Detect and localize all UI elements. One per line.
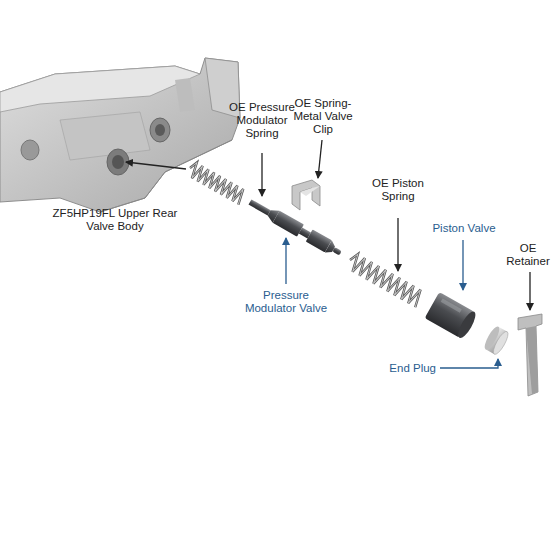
piston-valve bbox=[425, 292, 479, 340]
part-label: OE Spring-Metal Valve Clip bbox=[284, 97, 362, 136]
end-plug bbox=[482, 325, 510, 356]
spring-highlight bbox=[346, 252, 424, 307]
leader-arrow bbox=[285, 238, 286, 284]
valve-body bbox=[0, 58, 240, 212]
spring-coil bbox=[186, 161, 246, 204]
coil-spring bbox=[346, 252, 424, 307]
leader-arrow bbox=[397, 218, 398, 271]
part-label: OE Retainer bbox=[502, 242, 554, 268]
part-label: ZF5HP19FL Upper Rear Valve Body bbox=[40, 207, 190, 233]
retainer bbox=[518, 314, 542, 396]
coil-spring bbox=[186, 161, 246, 204]
part-label: End Plug bbox=[372, 362, 436, 375]
spring-highlight bbox=[186, 161, 246, 204]
part-label: OE Piston Spring bbox=[372, 177, 424, 203]
insert-arrow bbox=[126, 162, 186, 169]
leader-arrow bbox=[462, 240, 463, 290]
leader-arrow bbox=[529, 272, 530, 310]
part-label: OE Pressure Modulator Spring bbox=[226, 101, 298, 140]
part-label: Pressure Modulator Valve bbox=[236, 289, 336, 315]
part-label: Piston Valve bbox=[420, 222, 508, 235]
spring-coil bbox=[346, 252, 424, 307]
leader-arrow bbox=[440, 359, 498, 368]
valve-clip bbox=[292, 180, 320, 210]
leader-arrow bbox=[318, 140, 322, 178]
leader-arrow bbox=[261, 153, 262, 196]
